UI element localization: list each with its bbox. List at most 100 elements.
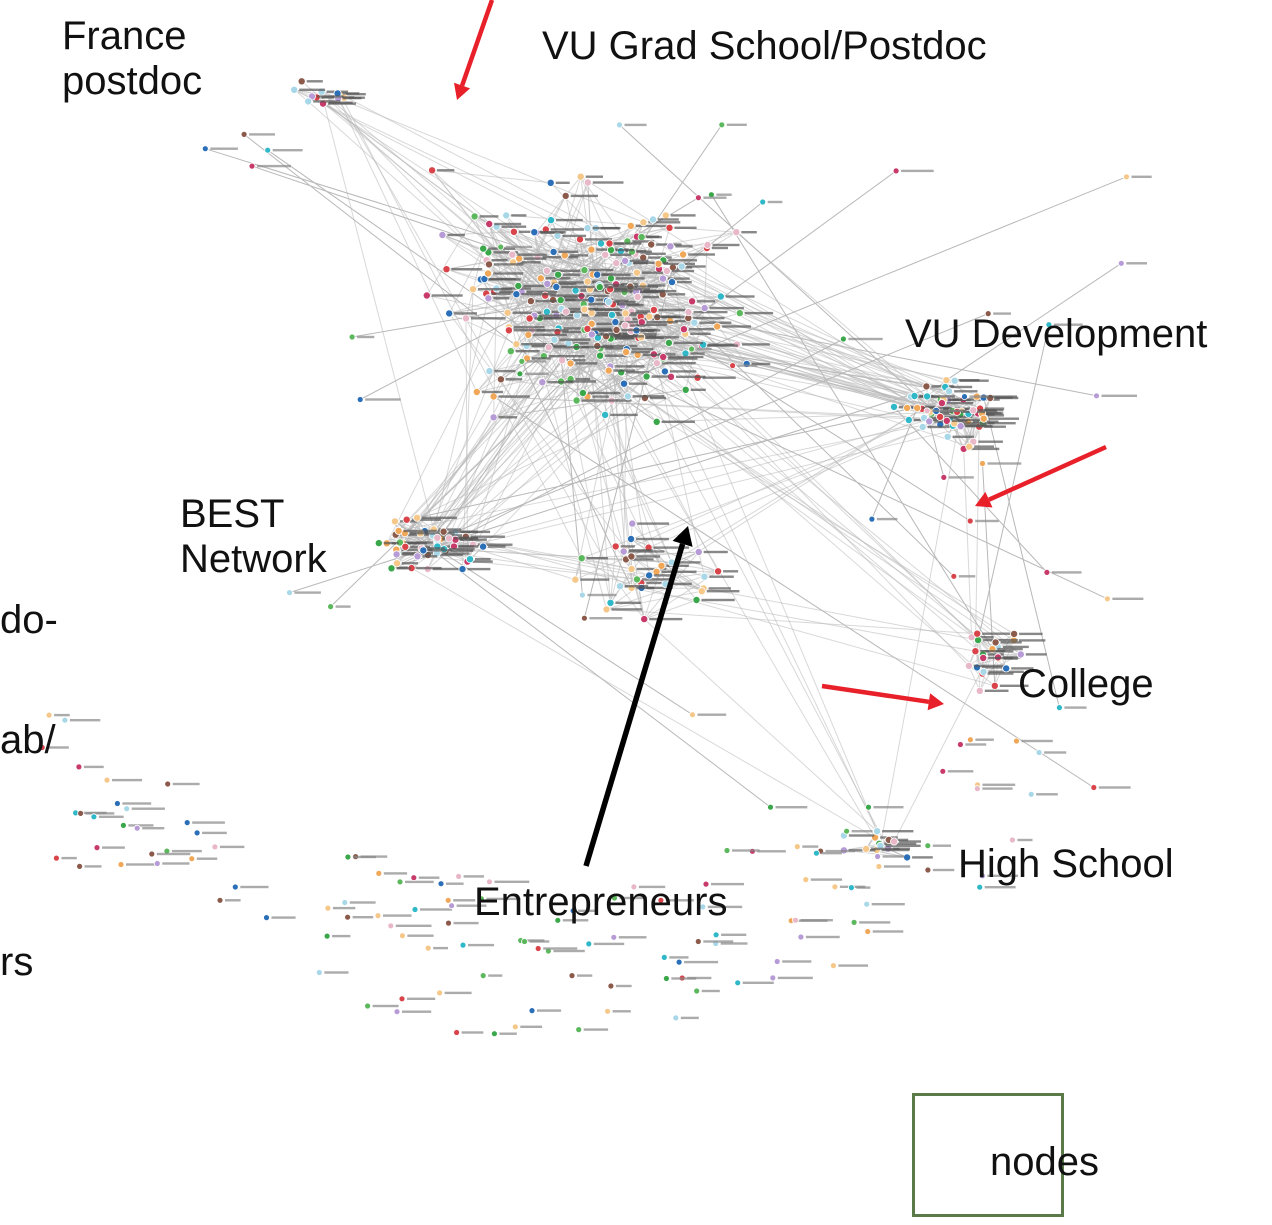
graph-edge xyxy=(462,289,474,570)
graph-node xyxy=(729,362,758,370)
graph-edge xyxy=(963,448,973,638)
graph-node xyxy=(518,357,547,365)
graph-node xyxy=(77,810,115,817)
graph-node xyxy=(455,873,484,880)
graph-node xyxy=(348,333,375,341)
graph-node xyxy=(448,902,487,910)
graph-node xyxy=(637,233,662,242)
graph-node xyxy=(468,285,513,294)
graph-edge xyxy=(443,318,540,550)
graph-node xyxy=(568,972,593,979)
graph-node xyxy=(438,230,465,239)
graph-node xyxy=(315,969,349,976)
graph-node xyxy=(444,534,469,543)
graph-edge xyxy=(482,356,664,547)
graph-node xyxy=(632,268,663,277)
graph-node xyxy=(188,855,218,863)
graph-node xyxy=(163,847,202,855)
graph-node xyxy=(444,896,476,904)
graph-node xyxy=(693,987,720,995)
graph-edge xyxy=(550,182,610,244)
graph-edge xyxy=(704,247,708,309)
graph-node xyxy=(398,932,434,940)
graph-edge xyxy=(243,134,606,416)
graph-node xyxy=(402,515,442,524)
graph-node xyxy=(554,916,589,924)
graph-node xyxy=(61,716,101,724)
graph-node xyxy=(627,552,661,561)
graph-node xyxy=(216,896,241,904)
arrow-college-top xyxy=(975,444,1107,508)
graph-node xyxy=(984,310,1011,318)
france-postdoc-label: France postdoc xyxy=(62,14,202,104)
graph-node xyxy=(649,305,692,314)
graph-node xyxy=(93,844,125,851)
graph-edge xyxy=(321,91,487,261)
graph-node xyxy=(453,1029,484,1036)
graph-edge xyxy=(535,176,582,234)
graph-node xyxy=(587,330,616,339)
graph-node xyxy=(120,822,154,829)
graph-edge xyxy=(587,170,897,398)
graph-node xyxy=(668,278,692,287)
graph-node xyxy=(53,854,77,862)
graph-node xyxy=(528,1007,562,1014)
graph-node xyxy=(512,340,554,349)
graph-node xyxy=(523,354,551,363)
graph-node xyxy=(576,235,612,244)
graph-node xyxy=(665,223,697,232)
graph-edge xyxy=(644,599,697,620)
graph-node xyxy=(973,629,1016,638)
graph-node xyxy=(117,861,159,868)
graph-node xyxy=(290,85,326,94)
best-label-line1: BEST xyxy=(180,492,285,536)
graph-node xyxy=(1002,664,1034,673)
graph-node xyxy=(607,982,632,990)
graph-node xyxy=(660,954,689,961)
vu-grad-school-label: VU Grad School/Postdoc xyxy=(542,24,987,68)
graph-edge xyxy=(521,361,633,589)
graph-node xyxy=(572,396,618,405)
graph-edge xyxy=(893,406,1048,573)
graph-node xyxy=(679,250,715,259)
graph-node xyxy=(45,711,70,719)
graph-node xyxy=(581,614,623,622)
graph-edge xyxy=(625,201,764,314)
graph-node xyxy=(392,559,419,568)
graph-node xyxy=(387,922,432,930)
graph-node xyxy=(484,260,524,269)
graph-node xyxy=(1123,173,1152,181)
graph-node xyxy=(623,392,665,401)
graph-node xyxy=(967,633,994,642)
graph-node xyxy=(410,874,440,882)
graph-node xyxy=(966,517,999,525)
graph-edge xyxy=(488,263,588,283)
graph-node xyxy=(627,565,667,574)
graph-node xyxy=(396,878,434,886)
graph-edge xyxy=(582,351,627,394)
graph-node xyxy=(486,878,530,886)
graph-node xyxy=(1016,650,1047,659)
graph-edge xyxy=(691,348,950,392)
graph-edge xyxy=(630,538,704,589)
graph-edge xyxy=(506,214,737,233)
graph-edge xyxy=(928,421,945,478)
legend-nodes-label: nodes xyxy=(990,1140,1099,1184)
graph-node xyxy=(979,872,1019,880)
graph-node xyxy=(569,907,597,915)
graph-node xyxy=(114,800,152,807)
best-label-line2: Network xyxy=(180,536,327,581)
graph-node xyxy=(892,167,934,175)
graph-node xyxy=(526,297,564,306)
graph-edge xyxy=(396,333,619,564)
graph-node xyxy=(240,130,275,138)
graph-edge xyxy=(474,216,528,359)
graph-node xyxy=(392,550,419,559)
graph-node xyxy=(627,535,669,544)
graph-node xyxy=(231,883,269,891)
graph-node xyxy=(990,681,1029,690)
graph-node xyxy=(344,853,376,861)
graph-node xyxy=(700,304,744,313)
graph-node xyxy=(461,314,506,323)
graph-node xyxy=(503,308,542,317)
